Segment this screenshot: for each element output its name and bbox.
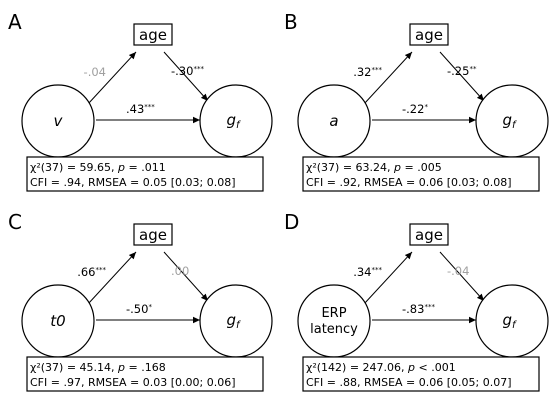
panel-d-predictor-node [297,284,371,358]
panel-b-fit-stats-cfi: CFI = .92, RMSEA = 0.06 [0.03; 0.08] [306,176,512,189]
panel-d-fit-stats-box [302,356,540,392]
panel-d-path-c-coef: -.83*** [402,302,435,316]
panel-c-fit-stats-box [26,356,264,392]
panel-d-path-a-coef: .34*** [353,265,382,279]
panel-b-predictor-label: a [329,112,338,130]
panel-a-outcome-label: gf [226,111,241,131]
panel-a-path-a-arrow [87,51,137,105]
panel-a-fit-stats-cfi: CFI = .94, RMSEA = 0.05 [0.03; 0.08] [30,176,236,189]
panel-d-outcome-label: gf [502,311,517,331]
panel-a-fit-stats-chi: χ²(37) = 59.65, p = .011 [30,161,166,174]
panel-d-path-b-coef: -.04 [447,264,469,278]
panel-c-mediator-box [133,223,173,246]
panel-d-path-b-arrow [439,251,485,302]
panel-c-outcome-label: gf [226,311,241,331]
panel-d-letter: D [284,210,299,234]
panel-a-letter: A [8,10,22,34]
panel-b-outcome-label: gf [502,111,517,131]
panel-d-fit-stats-chi: χ²(142) = 247.06, p < .001 [306,361,456,374]
panel-d-mediator-box [409,223,449,246]
panel-d-mediator-label: age [415,226,443,244]
panel-c-path-a-coef: .66*** [77,265,106,279]
panel-a-path-b-arrow [163,51,209,102]
panel-a-mediator-label: age [139,26,167,44]
panel-c-mediator-label: age [139,226,167,244]
panel-b-mediator-label: age [415,26,443,44]
panel-c-letter: C [8,210,22,234]
panel-a-path-a-coef: -.04 [84,65,106,79]
panel-c-path-b-arrow [163,251,209,302]
panel-d-fit-stats-cfi: CFI = .88, RMSEA = 0.06 [0.05; 0.07] [306,376,512,389]
panel-c-predictor-label: t0 [50,312,65,330]
panel-b-path-a-coef: .32*** [353,65,382,79]
panel-a-predictor-label: v [54,112,64,130]
panel-b-path-c-coef: -.22* [402,102,428,116]
panel-a-mediator-box [133,23,173,46]
panel-c-path-b-coef: .00 [171,264,189,278]
panel-c-path-a-arrow [87,251,137,305]
panel-c-fit-stats-chi: χ²(37) = 45.14, p = .168 [30,361,166,374]
panel-b-path-b-coef: -.25** [447,64,477,78]
panel-b-fit-stats-box [302,156,540,192]
panel-a-path-c-coef: .43*** [126,102,155,116]
panel-b-fit-stats-chi: χ²(37) = 63.24, p = .005 [306,161,442,174]
panel-a-fit-stats-box [26,156,264,192]
panel-b-letter: B [284,10,298,34]
panel-b-path-a-arrow [363,51,413,105]
panel-b-mediator-box [409,23,449,46]
panel-b-path-b-arrow [439,51,485,102]
panel-d-path-a-arrow [363,251,413,305]
panel-c-path-c-coef: -.50* [126,302,152,316]
panel-a-path-b-coef: -.30*** [171,64,204,78]
panel-c-fit-stats-cfi: CFI = .97, RMSEA = 0.03 [0.00; 0.06] [30,376,236,389]
